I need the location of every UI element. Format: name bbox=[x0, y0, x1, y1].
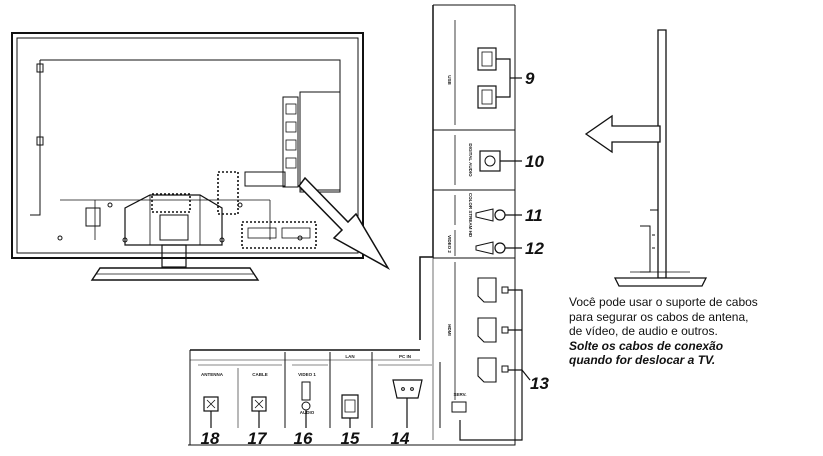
lan-label: LAN bbox=[345, 354, 354, 359]
callout-13: 13 bbox=[530, 374, 549, 393]
service-label: SERV. bbox=[453, 392, 466, 397]
zoom-arrow bbox=[298, 176, 391, 271]
callout-11: 11 bbox=[525, 206, 543, 225]
usb-label: USB bbox=[447, 75, 452, 85]
video2-label: VIDEO 2 bbox=[447, 235, 452, 253]
cable-holder-note: Você pode usar o suporte de cabos para s… bbox=[569, 295, 819, 368]
callout-15: 15 bbox=[341, 429, 360, 448]
audio-label: AUDIO bbox=[300, 410, 315, 415]
video1-label: VIDEO 1 bbox=[298, 372, 316, 377]
callout-18: 18 bbox=[201, 429, 220, 448]
antenna-label: ANTENNA bbox=[201, 372, 224, 377]
bottom-callout-leaders bbox=[210, 398, 408, 428]
cable-label: CABLE bbox=[252, 372, 268, 377]
cable-holder-arrow bbox=[584, 114, 661, 154]
note-line-2: para segurar os cabos de antena, bbox=[569, 309, 749, 324]
note-line-3: de vídeo, de audio e outros. bbox=[569, 324, 718, 338]
callout-17: 17 bbox=[248, 429, 268, 448]
note-line-1: Você pode usar o suporte de cabos bbox=[569, 295, 758, 309]
digital-audio-label: DIGITAL AUDIO bbox=[468, 143, 473, 177]
tv-back-view bbox=[11, 32, 364, 281]
side-port-labels: USB DIGITAL AUDIO COLOR STREAM HD VIDEO … bbox=[447, 75, 473, 336]
bottom-port-labels: ANTENNA CABLE VIDEO 1 AUDIO LAN PC IN SE… bbox=[201, 354, 467, 415]
callout-12: 12 bbox=[525, 239, 544, 258]
side-callout-leaders bbox=[459, 58, 531, 441]
callout-16: 16 bbox=[294, 429, 313, 448]
note-bold-1: Solte os cabos de conexão bbox=[569, 338, 724, 353]
callout-numbers: 9 10 11 12 13 14 15 16 17 18 bbox=[201, 69, 550, 448]
pc-in-label: PC IN bbox=[399, 354, 411, 359]
note-bold-2: quando for deslocar a TV. bbox=[569, 353, 716, 367]
bottom-connector-panel bbox=[189, 349, 467, 445]
component-label: COLOR STREAM HD bbox=[468, 193, 473, 238]
hdmi-label: HDMI bbox=[447, 324, 452, 336]
callout-9: 9 bbox=[525, 69, 535, 88]
callout-10: 10 bbox=[525, 152, 544, 171]
tv-side-view bbox=[613, 29, 708, 287]
callout-14: 14 bbox=[391, 429, 410, 448]
